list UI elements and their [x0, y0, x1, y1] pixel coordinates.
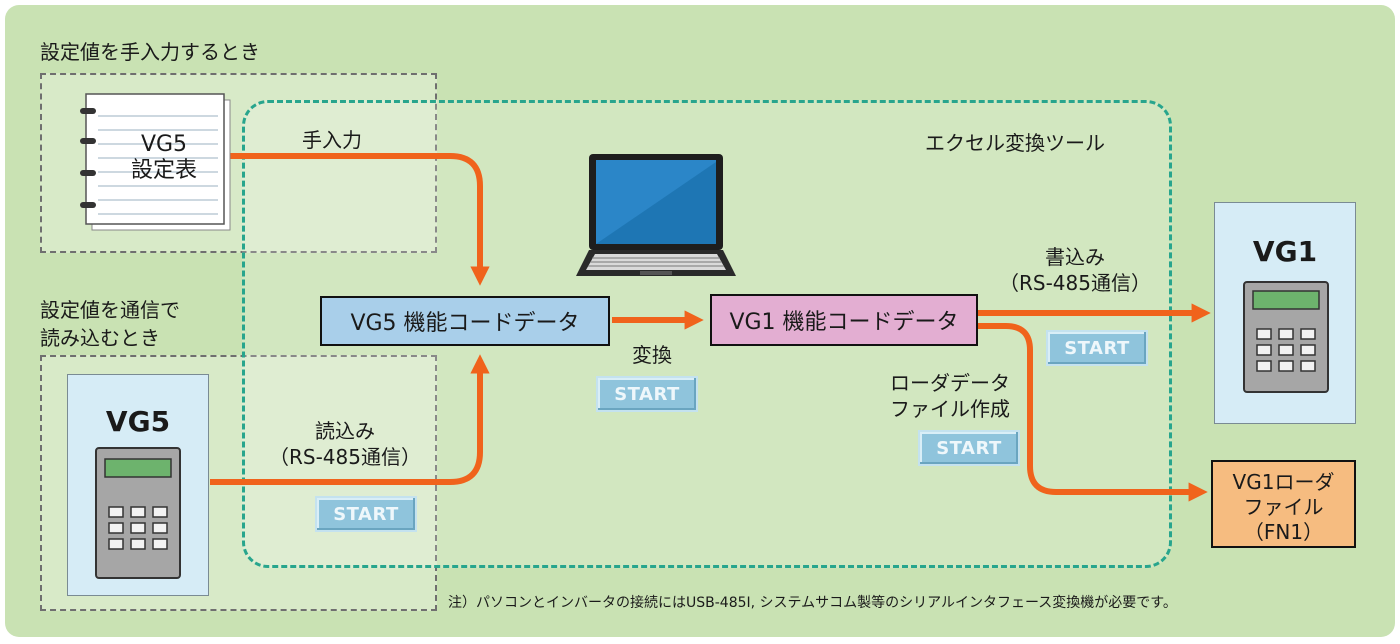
loader-label-line2: ファイル作成: [890, 397, 1010, 421]
loader-arrow: [978, 323, 1208, 502]
write-label-line2: （RS-485通信）: [999, 271, 1151, 295]
keypad-icon: [1243, 281, 1329, 393]
vg5-sheet-line1: VG5: [140, 132, 188, 157]
read-label-line1: 読込み: [315, 419, 375, 443]
loader-label-line1: ローダデータ: [890, 371, 1010, 395]
keypad-icon: [95, 447, 181, 579]
loader-file-line2: ファイル: [1243, 495, 1324, 519]
loader-start-button[interactable]: START: [918, 430, 1020, 466]
vg5-device-title: VG5: [105, 405, 171, 438]
read-label-line2: （RS-485通信）: [269, 445, 421, 469]
footnote: 注）パソコンとインバータの接続にはUSB-485I, システムサコム製等のシリア…: [448, 595, 1177, 611]
excel-tool-label: エクセル変換ツール: [925, 131, 1105, 155]
comm-section-title-line2: 読み込むとき: [40, 326, 160, 350]
manual-input-label: 手入力: [302, 128, 362, 152]
write-start-button[interactable]: START: [1046, 330, 1148, 366]
vg5-sheet-line2: 設定表: [130, 158, 197, 183]
vg5-code-box: VG5 機能コードデータ: [320, 296, 610, 346]
vg1-code-box: VG1 機能コードデータ: [710, 294, 978, 346]
read-arrow: [210, 354, 490, 485]
notebook-icon: [80, 93, 231, 231]
loader-file-line3: （FN1）: [1243, 520, 1324, 544]
vg1-device-panel: VG1: [1214, 202, 1356, 424]
manual-input-arrow: [204, 153, 490, 286]
vg1-device-title: VG1: [1252, 235, 1318, 268]
laptop-icon: [576, 154, 736, 276]
manual-section-title: 設定値を手入力するとき: [40, 40, 260, 64]
comm-section-title-line1: 設定値を通信で: [40, 298, 180, 322]
write-label-line1: 書込み: [1045, 245, 1105, 269]
read-start-button[interactable]: START: [315, 496, 417, 532]
convert-label: 変換: [632, 343, 672, 367]
convert-start-button[interactable]: START: [596, 376, 698, 412]
loader-file-box: VG1ローダ ファイル （FN1）: [1211, 460, 1356, 548]
loader-file-line1: VG1ローダ: [1232, 470, 1335, 494]
vg5-device-panel: VG5: [67, 374, 209, 596]
